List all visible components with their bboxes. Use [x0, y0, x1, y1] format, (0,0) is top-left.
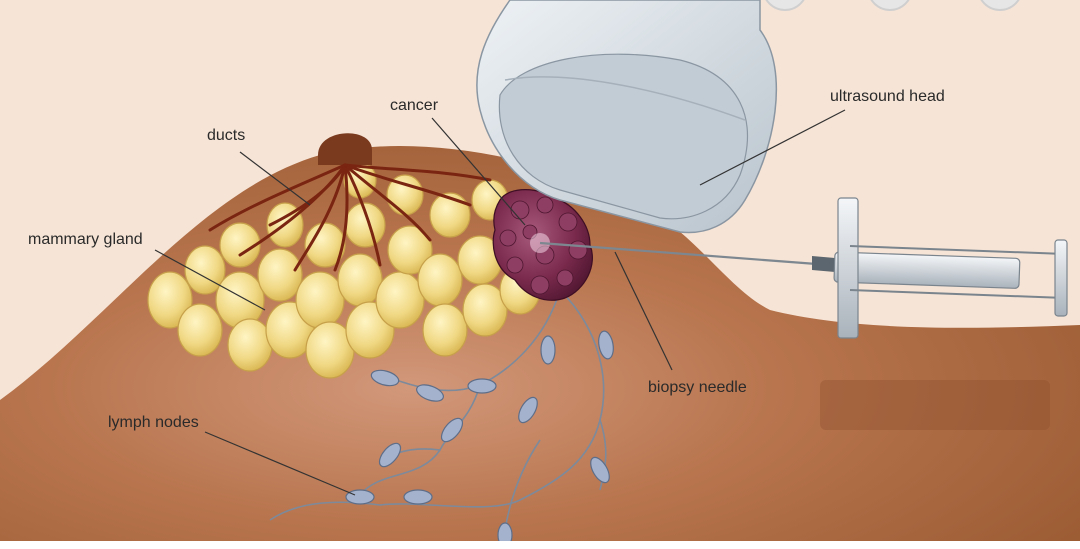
biopsy-needle	[539, 197, 1068, 339]
breast-skin	[0, 146, 1080, 549]
nipple	[318, 133, 372, 165]
top-right-overlay-dots	[765, 0, 1020, 11]
leader-lines	[154, 109, 846, 496]
label-ducts: ducts	[207, 127, 246, 144]
label-mammary-gland: mammary gland	[28, 231, 143, 248]
label-cancer: cancer	[390, 97, 439, 114]
bottom-border	[0, 541, 1080, 549]
label-ultrasound-head: ultrasound head	[830, 88, 945, 105]
mammary-gland	[147, 161, 541, 379]
syringe-shadow	[820, 380, 1050, 430]
ducts	[208, 163, 492, 272]
ultrasound-probe	[476, 0, 778, 234]
label-lymph-nodes: lymph nodes	[108, 414, 199, 431]
label-biopsy-needle: biopsy needle	[648, 379, 747, 396]
